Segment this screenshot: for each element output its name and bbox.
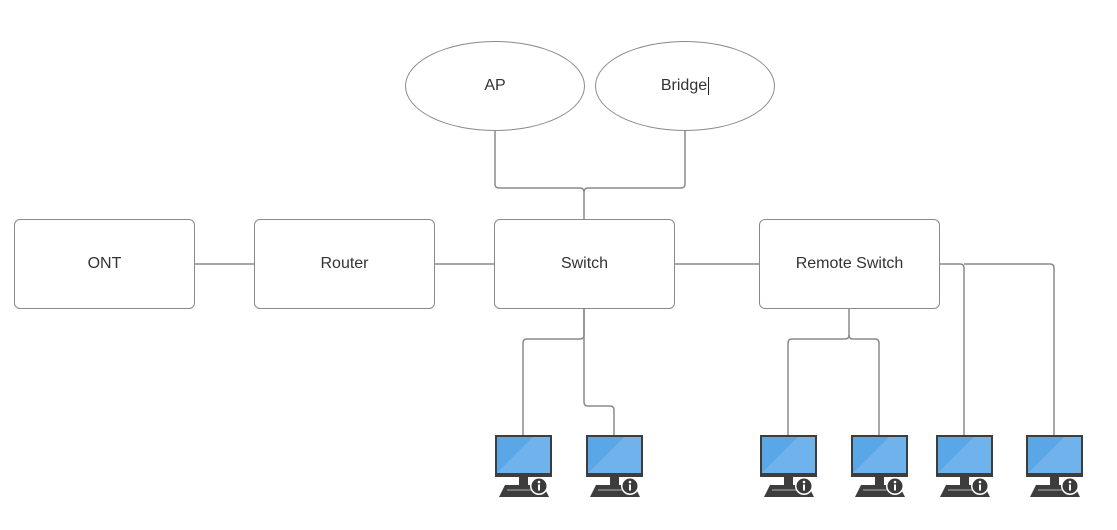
connector-remote-switch-computer-3[interactable]	[787, 309, 850, 436]
info-icon[interactable]	[795, 477, 813, 495]
desktop-computer-icon	[760, 435, 817, 497]
desktop-computer-icon	[586, 435, 643, 497]
desktop-computer-icon	[936, 435, 993, 497]
computer-3[interactable]	[758, 433, 818, 499]
bridge-label[interactable]: Bridge	[660, 77, 708, 94]
computer-2[interactable]	[584, 433, 644, 499]
info-icon[interactable]	[886, 477, 904, 495]
remote-switch-node[interactable]: Remote Switch	[759, 219, 940, 309]
ont-node[interactable]: ONT	[14, 219, 195, 309]
connector-bridge-switch[interactable]	[583, 130, 686, 193]
router-label: Router	[320, 255, 369, 272]
info-icon[interactable]	[1061, 477, 1079, 495]
info-icon[interactable]	[621, 477, 639, 495]
computer-4[interactable]	[849, 433, 909, 499]
switch-node[interactable]: Switch	[494, 219, 675, 309]
desktop-computer-icon	[1026, 435, 1083, 497]
bridge-node[interactable]: Bridge	[595, 41, 775, 131]
info-icon[interactable]	[971, 477, 989, 495]
ont-label: ONT	[87, 255, 122, 272]
connector-remote-switch-computer-4[interactable]	[848, 334, 880, 436]
ap-label: AP	[484, 77, 506, 94]
connector-switch-computer-1[interactable]	[522, 309, 585, 436]
router-node[interactable]: Router	[254, 219, 435, 309]
text-cursor	[708, 77, 710, 95]
desktop-computer-icon	[851, 435, 908, 497]
info-icon[interactable]	[530, 477, 548, 495]
connector-switch-computer-2[interactable]	[583, 309, 615, 436]
computer-6[interactable]	[1024, 433, 1084, 499]
connector-ap-switch[interactable]	[494, 130, 585, 219]
connector-remote-switch-computer-5[interactable]	[939, 263, 965, 436]
switch-label: Switch	[560, 255, 609, 272]
computer-5[interactable]	[934, 433, 994, 499]
computer-1[interactable]	[493, 433, 553, 499]
connector-remote-switch-computer-6[interactable]	[964, 263, 1055, 436]
ap-node[interactable]: AP	[405, 41, 585, 131]
desktop-computer-icon	[495, 435, 552, 497]
remote-switch-label: Remote Switch	[795, 255, 904, 272]
